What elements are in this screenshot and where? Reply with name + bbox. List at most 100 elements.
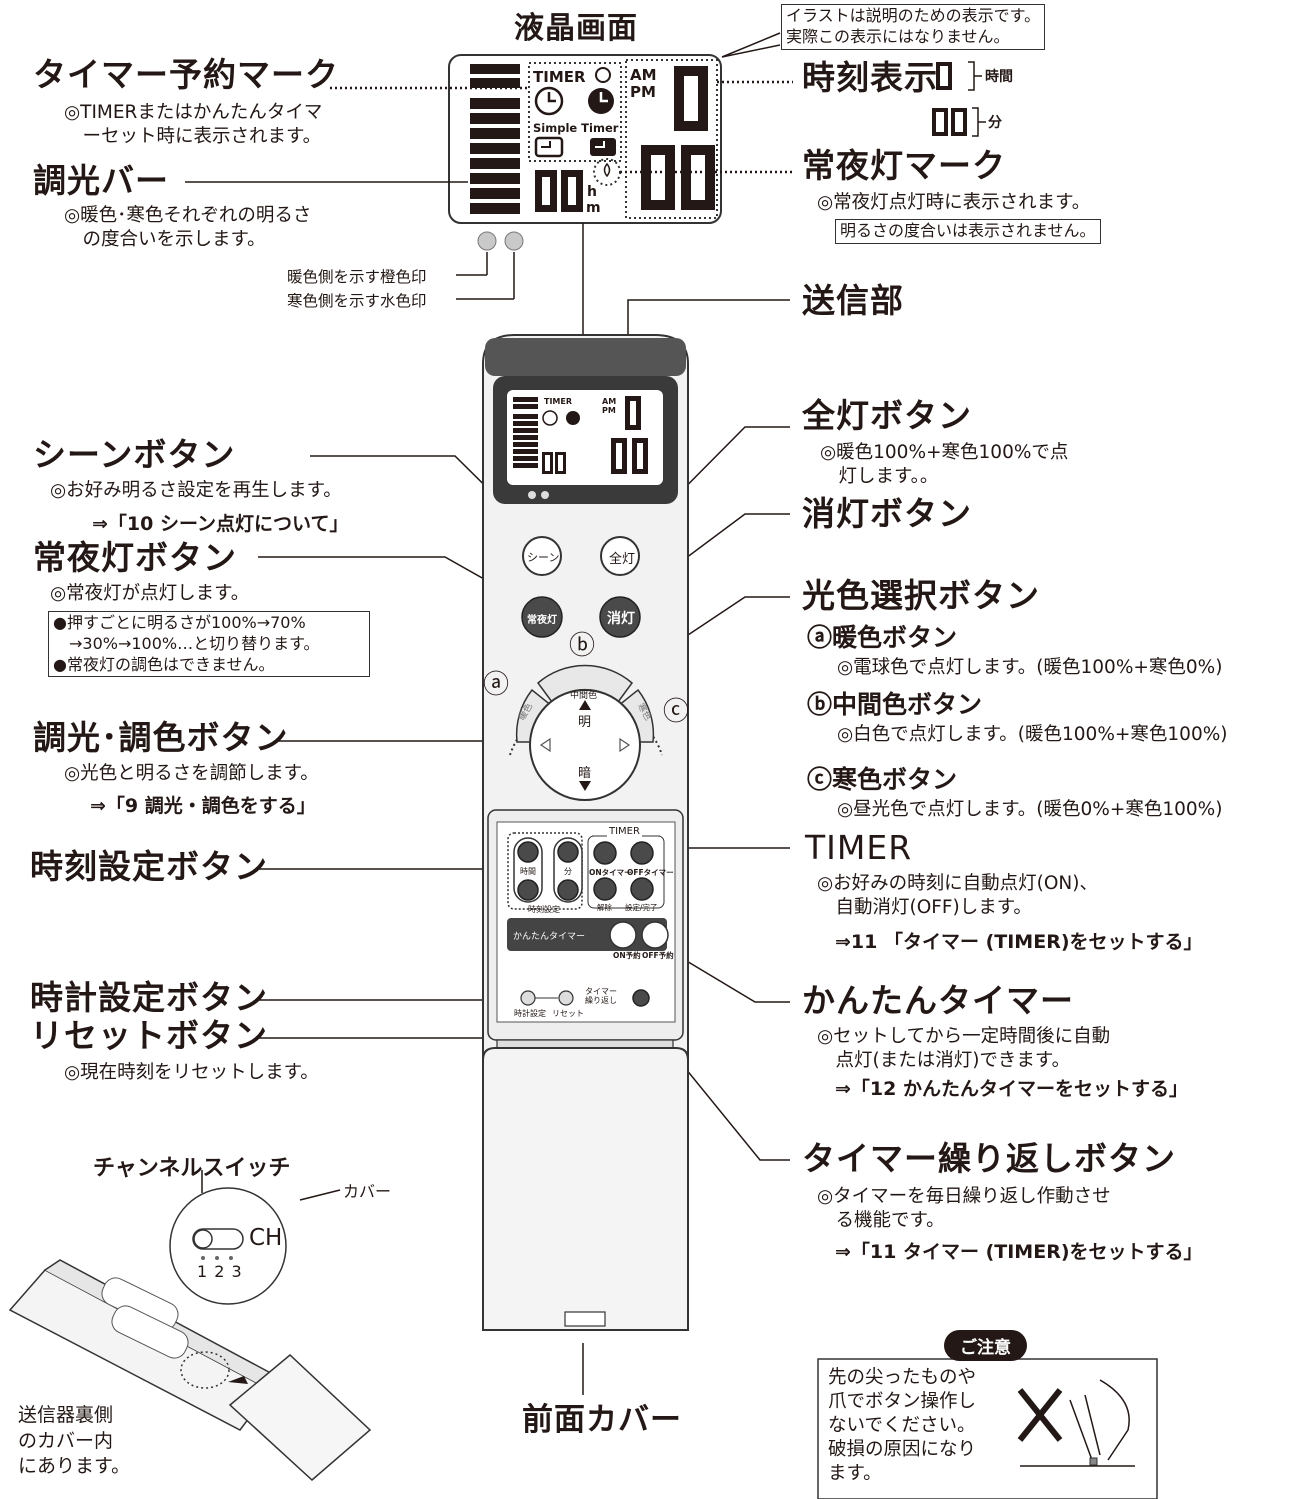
back-illustration bbox=[8, 1187, 372, 1482]
set-done-button[interactable] bbox=[630, 877, 654, 901]
ch-label: CH bbox=[249, 1225, 283, 1251]
lcd-timer-text: TIMER bbox=[533, 68, 586, 86]
timer-mark-desc: ◎TIMERまたはかんたんタイマ ーセット時に表示されます。 bbox=[64, 102, 323, 148]
ch-numbers: 1 2 3 bbox=[197, 1262, 243, 1281]
night-btn-label: 常夜灯 bbox=[527, 615, 557, 626]
clock-icon bbox=[534, 86, 564, 116]
lcd-enlarged: TIMER Simple Timer AM PM h m bbox=[448, 54, 722, 251]
lcd-pm: PM bbox=[630, 83, 656, 101]
min-digit-icon-1 bbox=[932, 108, 948, 136]
easy-desc: ◎セットしてから一定時間後に自動 点灯(または消灯)できます。 bbox=[817, 1026, 1111, 1072]
dimming-button[interactable] bbox=[529, 689, 641, 801]
back-note: 送信器裏側 のカバー内 にあります。 bbox=[18, 1404, 131, 1478]
reset-desc: ◎現在時刻をリセットします。 bbox=[64, 1062, 319, 1083]
c-mark: ⓒ bbox=[663, 697, 690, 727]
time-display-title: 時刻表示 bbox=[802, 58, 938, 97]
transmitter-title: 送信部 bbox=[802, 281, 904, 320]
bright-label: 明 bbox=[578, 715, 592, 730]
warm-mark-dot bbox=[477, 231, 497, 251]
easy-ref: ⇒「12 かんたんタイマーをセットする」 bbox=[835, 1078, 1188, 1100]
cool-mark-label: 寒色側を示す水色印 bbox=[287, 292, 427, 310]
timer-repeat-button[interactable] bbox=[632, 989, 650, 1007]
nightlight-icon bbox=[603, 162, 611, 178]
hour-up-button[interactable] bbox=[517, 841, 539, 863]
repeat-ref: ⇒「11 タイマー (TIMER)をセットする」 bbox=[835, 1241, 1203, 1263]
nightlight-mark-desc: ◎常夜灯点灯時に表示されます。 bbox=[817, 192, 1091, 213]
on-reserve-label: ON予約 bbox=[613, 951, 641, 960]
svg-text:AM: AM bbox=[602, 397, 616, 406]
night-title: 常夜灯ボタン bbox=[33, 538, 237, 577]
off-button[interactable] bbox=[599, 596, 641, 638]
lcd-dimming-bars bbox=[470, 64, 520, 214]
on-timer-label: ONタイマー bbox=[589, 868, 632, 877]
dimming-bar-desc: ◎暖色･寒色それぞれの明るさ の度合いを示します。 bbox=[64, 205, 312, 251]
timer-panel-label: TIMER bbox=[607, 826, 642, 837]
svg-text:TIMER: TIMER bbox=[544, 397, 572, 406]
easy-timer-label: かんたんタイマー bbox=[513, 932, 586, 942]
timer-ref: ⇒11 「タイマー (TIMER)をセットする」 bbox=[835, 931, 1203, 953]
cross-icon bbox=[1017, 1388, 1063, 1442]
cancel-button[interactable] bbox=[593, 877, 617, 901]
mid-desc: ◎白色で点灯します。(暖色100%+寒色100%) bbox=[837, 724, 1228, 745]
time-set-title: 時刻設定ボタン bbox=[30, 847, 268, 886]
set-done-label: 設定/完了 bbox=[625, 903, 658, 912]
reset-title: リセットボタン bbox=[30, 1016, 268, 1055]
cover-label: カバー bbox=[343, 1182, 392, 1201]
lcd-small-digit-2 bbox=[561, 170, 583, 212]
lcd-simple-timer: Simple Timer bbox=[533, 121, 619, 135]
min-up-button[interactable] bbox=[557, 841, 579, 863]
dim-desc: ◎光色と明るさを調節します。 bbox=[64, 763, 319, 784]
all-on-title: 全灯ボタン bbox=[802, 396, 972, 435]
right-arrow-icon bbox=[619, 737, 631, 753]
night-desc: ◎常夜灯が点灯します。 bbox=[50, 583, 250, 604]
scene-ref: ⇒「10 シーン点灯について」 bbox=[92, 513, 349, 535]
min-digit-icon-2 bbox=[951, 108, 967, 136]
dim-ref: ⇒「9 調光・調色をする」 bbox=[90, 795, 316, 817]
up-arrow-icon bbox=[579, 700, 591, 710]
easy-on-button[interactable] bbox=[609, 921, 637, 949]
simple-timer-icon bbox=[534, 136, 564, 158]
nightlight-mark-note: 明るさの度合いは表示されません。 bbox=[835, 219, 1101, 244]
min-btn-label: 分 bbox=[564, 867, 572, 876]
timer-mark-title: タイマー予約マーク bbox=[33, 55, 339, 94]
clock-setting-button[interactable] bbox=[520, 990, 536, 1006]
on-timer-button[interactable] bbox=[593, 841, 617, 865]
color-title: 光色選択ボタン bbox=[802, 576, 1040, 615]
min-down-button[interactable] bbox=[557, 879, 579, 901]
lcd-min-digit-2 bbox=[681, 145, 715, 210]
dark-label: 暗 bbox=[578, 766, 592, 781]
timer-desc: ◎お好みの時刻に自動点灯(ON)、 自動消灯(OFF)します。 bbox=[817, 873, 1098, 919]
all-on-button[interactable] bbox=[600, 536, 640, 576]
repeat-icon bbox=[595, 67, 611, 83]
off-timer-button[interactable] bbox=[630, 841, 654, 865]
reset-button[interactable] bbox=[558, 990, 574, 1006]
off-timer-label: OFFタイマー bbox=[627, 868, 674, 877]
all-on-btn-label: 全灯 bbox=[609, 552, 636, 567]
lcd-title: 液晶画面 bbox=[514, 11, 638, 46]
dimming-bar-title: 調光バー bbox=[33, 161, 169, 200]
scene-title: シーンボタン bbox=[33, 435, 236, 474]
front-cover bbox=[482, 1047, 689, 1331]
lcd-am: AM bbox=[630, 66, 657, 84]
scene-desc: ◎お好み明るさ設定を再生します。 bbox=[50, 480, 342, 501]
repeat-desc: ◎タイマーを毎日繰り返し作動させ る機能です。 bbox=[817, 1186, 1111, 1232]
dim-title: 調光･調色ボタン bbox=[33, 718, 289, 757]
cool-desc: ◎昼光色で点灯します。(暖色0%+寒色100%) bbox=[837, 799, 1223, 820]
cool-mark-dot bbox=[504, 231, 524, 251]
finger-icon bbox=[1069, 1379, 1130, 1461]
svg-text:PM: PM bbox=[602, 406, 616, 415]
cancel-label: 解除 bbox=[597, 903, 612, 912]
hour-down-button[interactable] bbox=[517, 879, 539, 901]
clock-setting-label: 時計設定 bbox=[514, 1009, 546, 1018]
cool-title: ⓒ寒色ボタン bbox=[807, 765, 958, 794]
nightlight-button[interactable] bbox=[521, 596, 563, 638]
mid-title: ⓑ中間色ボタン bbox=[807, 690, 983, 719]
off-title: 消灯ボタン bbox=[802, 494, 972, 533]
off-btn-label: 消灯 bbox=[607, 611, 635, 627]
hour-digit-icon bbox=[936, 62, 952, 90]
easy-off-button[interactable] bbox=[641, 921, 669, 949]
lcd-small-digit-1 bbox=[535, 170, 557, 212]
all-on-desc: ◎暖色100%+寒色100%で点 灯します。。 bbox=[820, 442, 1069, 488]
scene-button[interactable] bbox=[522, 536, 562, 576]
reset-label: リセット bbox=[552, 1009, 584, 1018]
